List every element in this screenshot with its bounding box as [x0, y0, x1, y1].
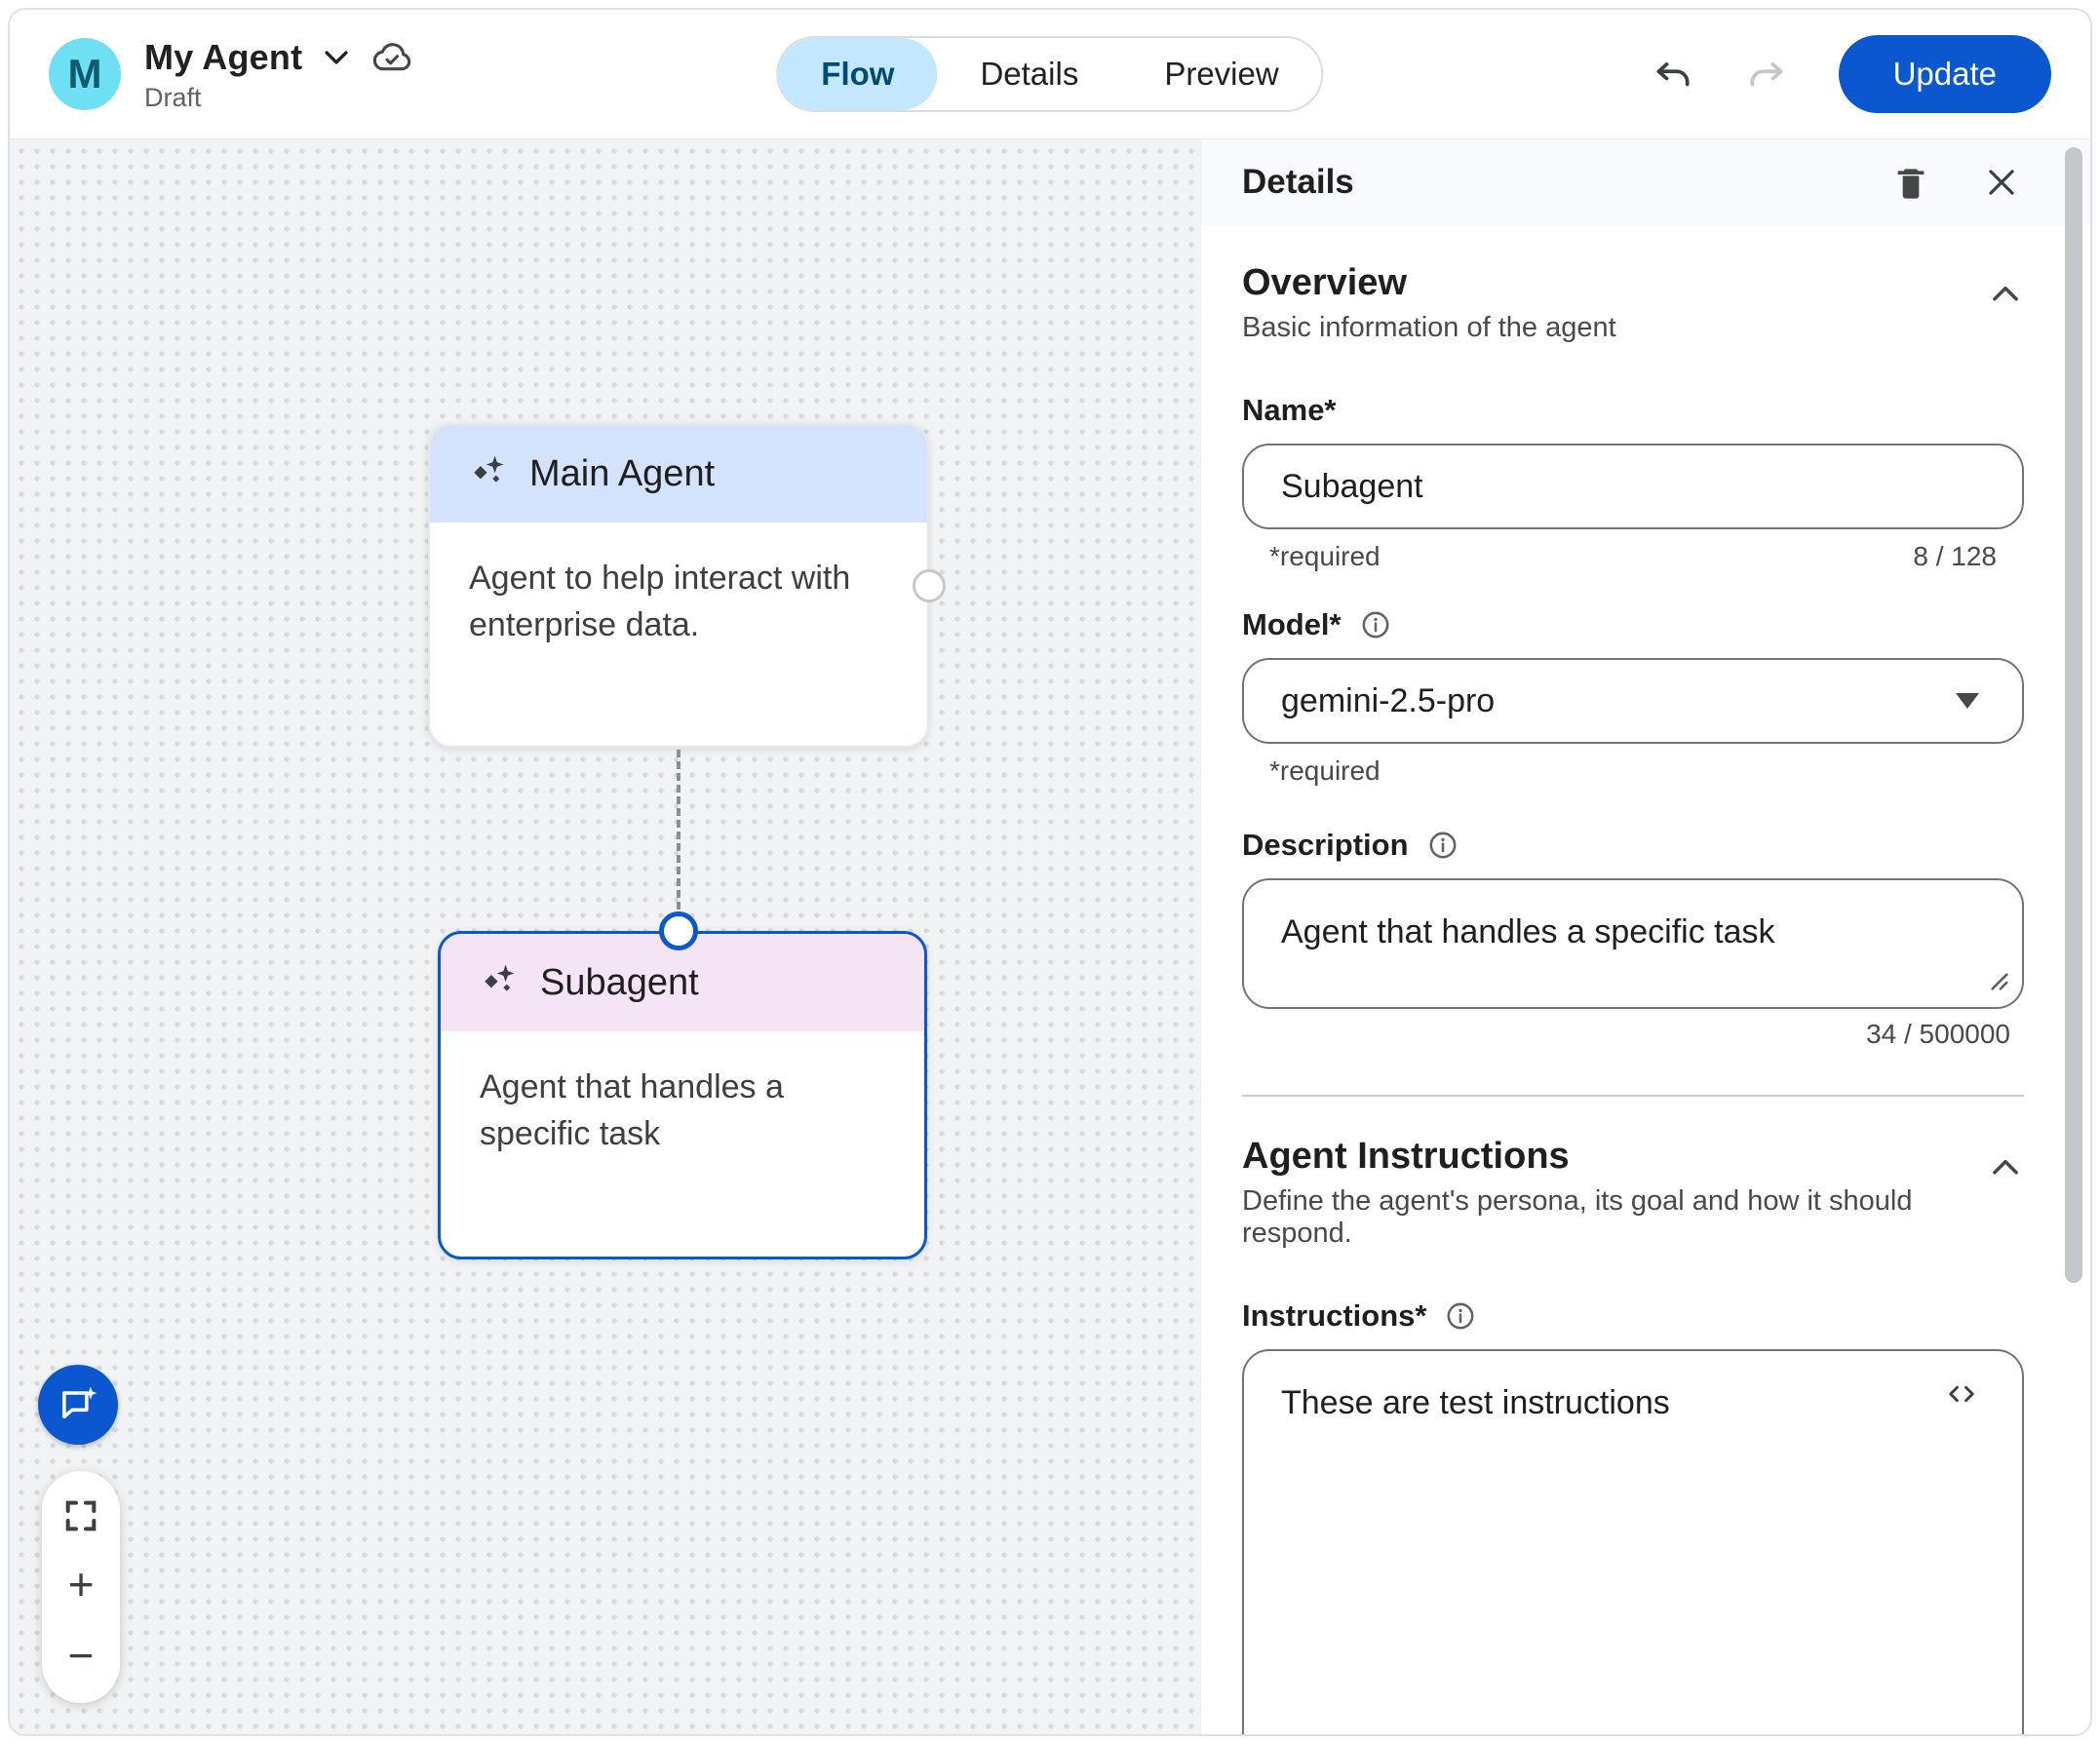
ai-chat-button[interactable] [38, 1365, 118, 1445]
app-window: M My Agent Draft Flo [8, 8, 2092, 1736]
node-description: Agent that handles a specific task [480, 1068, 784, 1152]
tab-preview[interactable]: Preview [1164, 56, 1279, 92]
details-panel-header: Details [1201, 139, 2090, 225]
name-label: Name* [1242, 393, 1337, 427]
node-subagent-input-port[interactable] [659, 911, 698, 950]
node-title: Main Agent [529, 452, 716, 494]
model-selected-value: gemini-2.5-pro [1281, 681, 1496, 719]
instructions-collapse-chevron-icon[interactable] [1987, 1149, 2024, 1186]
model-info-icon[interactable] [1359, 608, 1392, 641]
panel-scrollbar[interactable] [2065, 147, 2082, 1283]
canvas-zoom-controls: + − [42, 1471, 120, 1703]
details-panel: Details [1200, 139, 2090, 1734]
overview-subheading: Basic information of the agent [1242, 312, 1616, 343]
node-title: Subagent [540, 961, 699, 1003]
agent-identity: M My Agent Draft [49, 36, 413, 113]
panel-title: Details [1242, 163, 1354, 201]
agent-instructions-heading: Agent Instructions [1242, 1136, 1570, 1177]
undo-icon[interactable] [1652, 53, 1694, 96]
description-textarea[interactable]: Agent that handles a specific task [1242, 878, 2024, 1009]
status-badge: Draft [144, 82, 202, 112]
description-char-counter: 34 / 500000 [1866, 1019, 2010, 1049]
tab-details[interactable]: Details [980, 56, 1079, 92]
tab-flow[interactable]: Flow [778, 38, 938, 110]
overview-collapse-chevron-icon[interactable] [1987, 276, 2024, 313]
agent-menu-chevron-icon[interactable] [320, 41, 353, 74]
fit-screen-icon[interactable] [61, 1496, 100, 1535]
node-main-agent-header: Main Agent [430, 425, 927, 523]
name-char-counter: 8 / 128 [1913, 541, 1997, 571]
delete-icon[interactable] [1891, 163, 1930, 202]
avatar: M [49, 38, 121, 110]
instructions-info-icon[interactable] [1444, 1299, 1477, 1333]
node-main-agent[interactable]: Main Agent Agent to help interact with e… [428, 423, 929, 748]
view-switcher: Flow Details Preview [776, 36, 1324, 112]
model-label: Model* [1242, 607, 1342, 641]
flow-canvas[interactable]: Main Agent Agent to help interact with e… [10, 139, 1200, 1734]
name-input[interactable] [1242, 444, 2024, 529]
instructions-textarea[interactable]: These are test instructions [1242, 1349, 2024, 1734]
section-divider [1242, 1095, 2024, 1097]
dropdown-caret-icon [1956, 693, 1979, 709]
description-label: Description [1242, 828, 1409, 862]
node-subagent-header: Subagent [441, 934, 924, 1031]
close-icon[interactable] [1983, 164, 2020, 201]
top-bar: M My Agent Draft Flo [10, 10, 2090, 139]
instructions-label: Instructions* [1242, 1298, 1427, 1333]
cloud-saved-icon [370, 36, 413, 79]
description-info-icon[interactable] [1426, 829, 1459, 862]
redo-icon[interactable] [1745, 53, 1788, 96]
edge-main-to-subagent [677, 750, 681, 933]
name-required-hint: *required [1269, 541, 1381, 571]
code-view-icon[interactable] [1942, 1376, 1981, 1412]
agent-instructions-subheading: Define the agent's persona, its goal and… [1242, 1185, 1913, 1249]
model-select[interactable]: gemini-2.5-pro [1242, 658, 2024, 744]
update-button[interactable]: Update [1838, 35, 2051, 113]
resize-handle-icon[interactable] [1989, 971, 2010, 997]
page-title: My Agent [144, 36, 303, 77]
model-required-hint: *required [1269, 755, 1381, 786]
node-description: Agent to help interact with enterprise d… [469, 560, 851, 643]
sparkle-icon [469, 451, 510, 497]
sparkle-icon [480, 960, 521, 1006]
node-subagent[interactable]: Subagent Agent that handles a specific t… [438, 931, 927, 1259]
node-main-agent-output-port[interactable] [913, 569, 946, 602]
zoom-out-button[interactable]: − [67, 1630, 95, 1681]
zoom-in-button[interactable]: + [67, 1559, 95, 1609]
overview-heading: Overview [1242, 262, 1407, 303]
